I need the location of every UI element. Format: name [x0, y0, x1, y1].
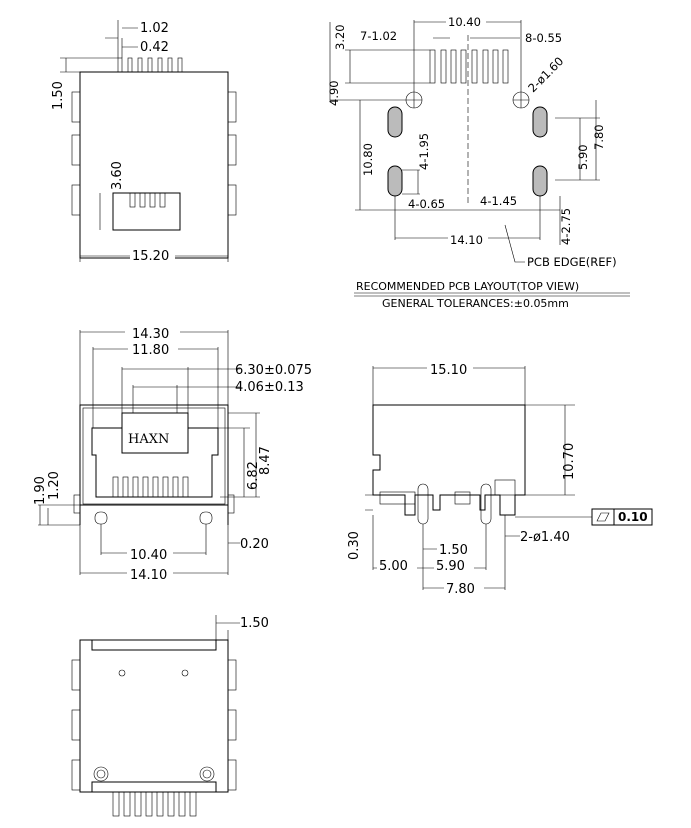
dim-6-82: 6.82 — [246, 461, 261, 490]
dim-0-42: 0.42 — [140, 40, 169, 55]
dim-1-90: 1.90 — [33, 476, 48, 505]
dim-5-90-right: 5.90 — [436, 559, 465, 574]
dim-8-0-55: 8-0.55 — [525, 31, 562, 45]
dim-8-47: 8.47 — [258, 446, 273, 475]
dim-5-90: 5.90 — [576, 144, 590, 170]
brand-logo: HAXN — [128, 432, 169, 447]
dim-1-50-bottom: 1.50 — [240, 616, 269, 631]
dim-1-50: 1.50 — [51, 81, 66, 110]
dim-10-80: 10.80 — [361, 143, 375, 176]
dim-6-30: 6.30±0.075 — [235, 363, 312, 378]
layout-title: RECOMMENDED PCB LAYOUT(TOP VIEW) — [356, 280, 579, 293]
dim-10-40: 10.40 — [448, 15, 481, 29]
dim-5-00: 5.00 — [379, 559, 408, 574]
dim-7-80-right: 7.80 — [446, 582, 475, 597]
dim-4-1-45: 4-1.45 — [480, 194, 517, 208]
flatness-symbol-icon — [596, 512, 610, 522]
dim-4-90: 4.90 — [327, 80, 341, 106]
bottom-view: 1.50 — [71, 615, 269, 817]
dim-4-06: 4.06±0.13 — [235, 380, 304, 395]
dim-7-80: 7.80 — [592, 124, 606, 150]
dim-15-20: 15.20 — [132, 249, 169, 264]
dim-2-hole-1-60: 2-ø1.60 — [525, 54, 566, 95]
front-view: HAXN 14.30 11.80 6.30±0.075 4.06±0.13 6.… — [33, 326, 312, 583]
dim-1-50-right: 1.50 — [439, 543, 468, 558]
side-view: 1.02 0.42 1.50 3.60 15.20 — [51, 20, 237, 264]
dim-7-1-02: 7-1.02 — [360, 29, 397, 43]
dim-4-1-95: 4-1.95 — [417, 133, 431, 170]
pcb-layout: 3.20 7-1.02 10.40 8-0.55 2-ø1.60 4.90 4-… — [327, 14, 630, 310]
right-view: 15.10 10.70 0.30 1.50 2-ø1.40 5.00 5.90 … — [347, 362, 653, 597]
dim-10-70: 10.70 — [562, 443, 577, 480]
dim-1-20: 1.20 — [47, 471, 62, 500]
pcb-edge-label: PCB EDGE(REF) — [527, 255, 617, 269]
dim-2-hole-1-40: 2-ø1.40 — [520, 530, 570, 545]
dim-4-0-65: 4-0.65 — [408, 197, 445, 211]
dim-1-02: 1.02 — [140, 21, 169, 36]
dim-10-40-front: 10.40 — [130, 548, 167, 563]
dim-14-10: 14.10 — [450, 233, 483, 247]
dim-14-10-front: 14.10 — [130, 568, 167, 583]
dim-4-2-75: 4-2.75 — [559, 208, 573, 245]
dim-15-10: 15.10 — [430, 363, 467, 378]
flatness-value: 0.10 — [618, 510, 648, 524]
dim-14-30: 14.30 — [132, 327, 169, 342]
dim-0-20: 0.20 — [240, 537, 269, 552]
tolerance-note: GENERAL TOLERANCES:±0.05mm — [382, 297, 569, 310]
dim-11-80: 11.80 — [132, 343, 169, 358]
dim-3-60: 3.60 — [110, 161, 125, 190]
dim-0-30: 0.30 — [347, 531, 362, 560]
dim-3-20: 3.20 — [333, 24, 347, 50]
